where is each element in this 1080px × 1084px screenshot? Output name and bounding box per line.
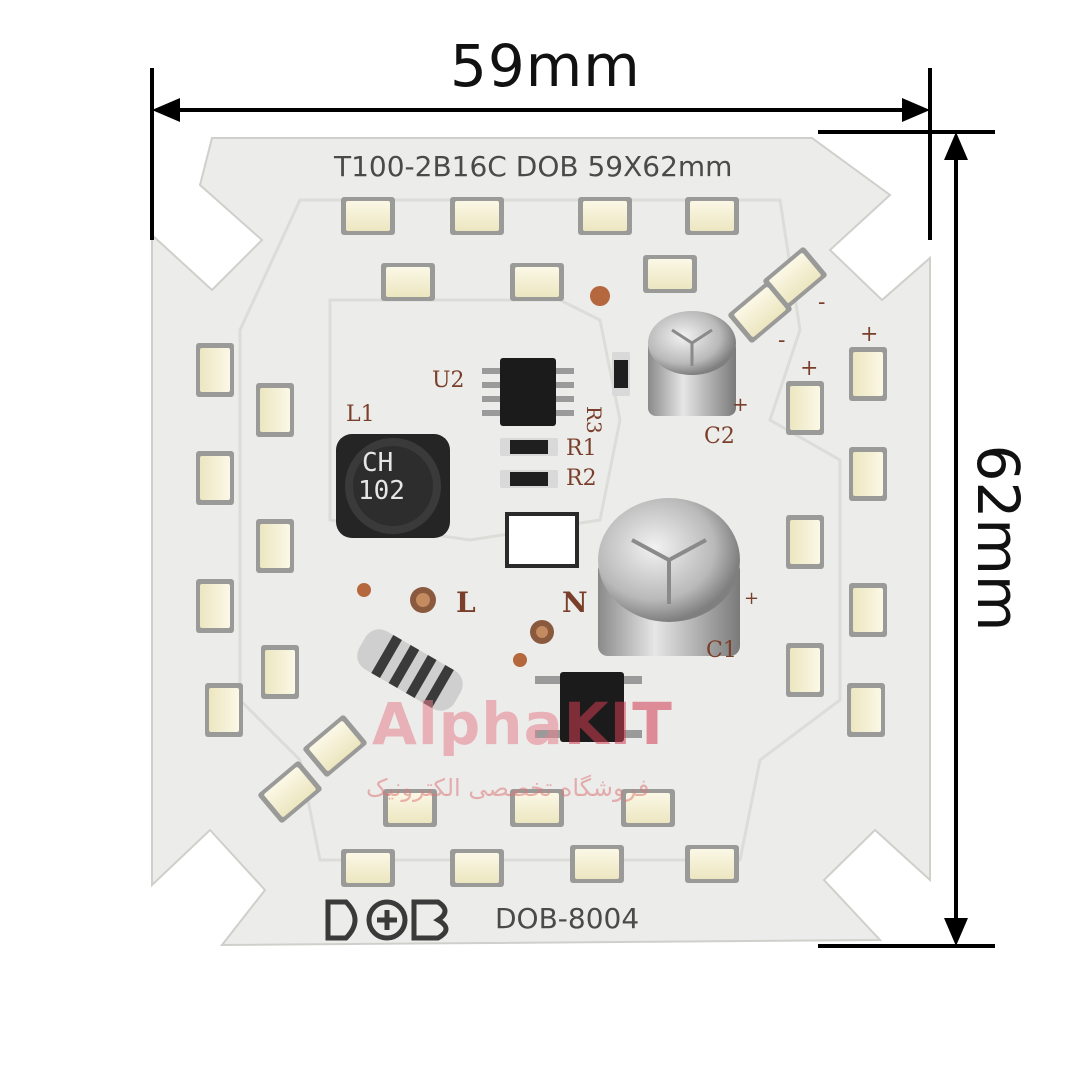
led-array	[196, 197, 887, 887]
label-plus: +	[860, 322, 879, 347]
label-live: L	[456, 586, 476, 619]
watermark-brand-kit: KIT	[563, 690, 673, 758]
label-c2: C2	[704, 424, 735, 449]
inductor-marking-line1: CH	[362, 448, 394, 478]
led-chip	[258, 761, 322, 823]
led-chip	[847, 683, 885, 737]
width-dimension-label: 59mm	[450, 32, 641, 100]
inductor-l1	[336, 434, 450, 538]
label-minus: -	[818, 290, 826, 315]
led-chip	[205, 683, 243, 737]
resistor-r1	[500, 438, 558, 456]
led-chip	[196, 451, 234, 505]
led-chip	[786, 515, 824, 569]
led-chip	[685, 197, 739, 235]
label-l1: L1	[346, 402, 375, 427]
led-chip	[786, 643, 824, 697]
led-chip	[510, 263, 564, 301]
label-r3: R3	[582, 406, 606, 434]
label-minus: -	[778, 328, 786, 353]
led-chip	[849, 347, 887, 401]
capacitor-c1	[598, 498, 740, 656]
watermark-brand: AlphaKIT	[372, 690, 673, 758]
height-dimension-label: 62mm	[964, 444, 1032, 632]
label-r2: R2	[566, 466, 597, 491]
resistor-r3	[612, 352, 630, 396]
resistor-r2	[500, 470, 558, 488]
led-chip	[450, 197, 504, 235]
led-chip	[303, 715, 367, 777]
led-chip	[256, 383, 294, 437]
fuse-resistor	[357, 629, 463, 711]
led-chip	[261, 645, 299, 699]
part-number-text: DOB-8004	[495, 902, 640, 935]
ic-u2	[482, 358, 574, 426]
led-chip	[450, 849, 504, 887]
label-plus: +	[732, 392, 749, 416]
led-chip	[196, 579, 234, 633]
led-chip	[341, 849, 395, 887]
led-chip	[578, 197, 632, 235]
board-slot	[505, 512, 579, 568]
label-u2: U2	[432, 368, 465, 393]
led-chip	[643, 255, 697, 293]
capacitor-c2	[648, 311, 736, 416]
width-dimension-arrow	[150, 68, 932, 240]
copper-pads	[357, 286, 610, 667]
led-chip	[383, 789, 437, 827]
watermark-brand-alpha: Alpha	[372, 690, 564, 758]
led-chip	[510, 789, 564, 827]
led-chip	[341, 197, 395, 235]
led-chip	[381, 263, 435, 301]
height-dimension-arrow	[818, 130, 995, 948]
inductor-marking-line2: 102	[358, 476, 405, 506]
led-chip	[256, 519, 294, 573]
led-chip	[786, 381, 824, 435]
led-chip	[849, 583, 887, 637]
board-model-text: T100-2B16C DOB 59X62mm	[334, 150, 733, 183]
label-neutral: N	[562, 586, 588, 619]
led-chip	[849, 447, 887, 501]
ic-driver	[535, 672, 642, 742]
label-plus: +	[800, 356, 819, 381]
led-chip	[570, 845, 624, 883]
watermark-tagline: فروشگاه تخصصی الکترونیک	[366, 774, 650, 802]
led-chip	[685, 845, 739, 883]
led-chip	[621, 789, 675, 827]
dob-logo	[325, 899, 449, 941]
led-chip	[728, 281, 792, 343]
label-c1: C1	[706, 638, 737, 663]
label-r1: R1	[566, 436, 597, 461]
led-chip	[196, 343, 234, 397]
label-plus: +	[744, 588, 760, 609]
